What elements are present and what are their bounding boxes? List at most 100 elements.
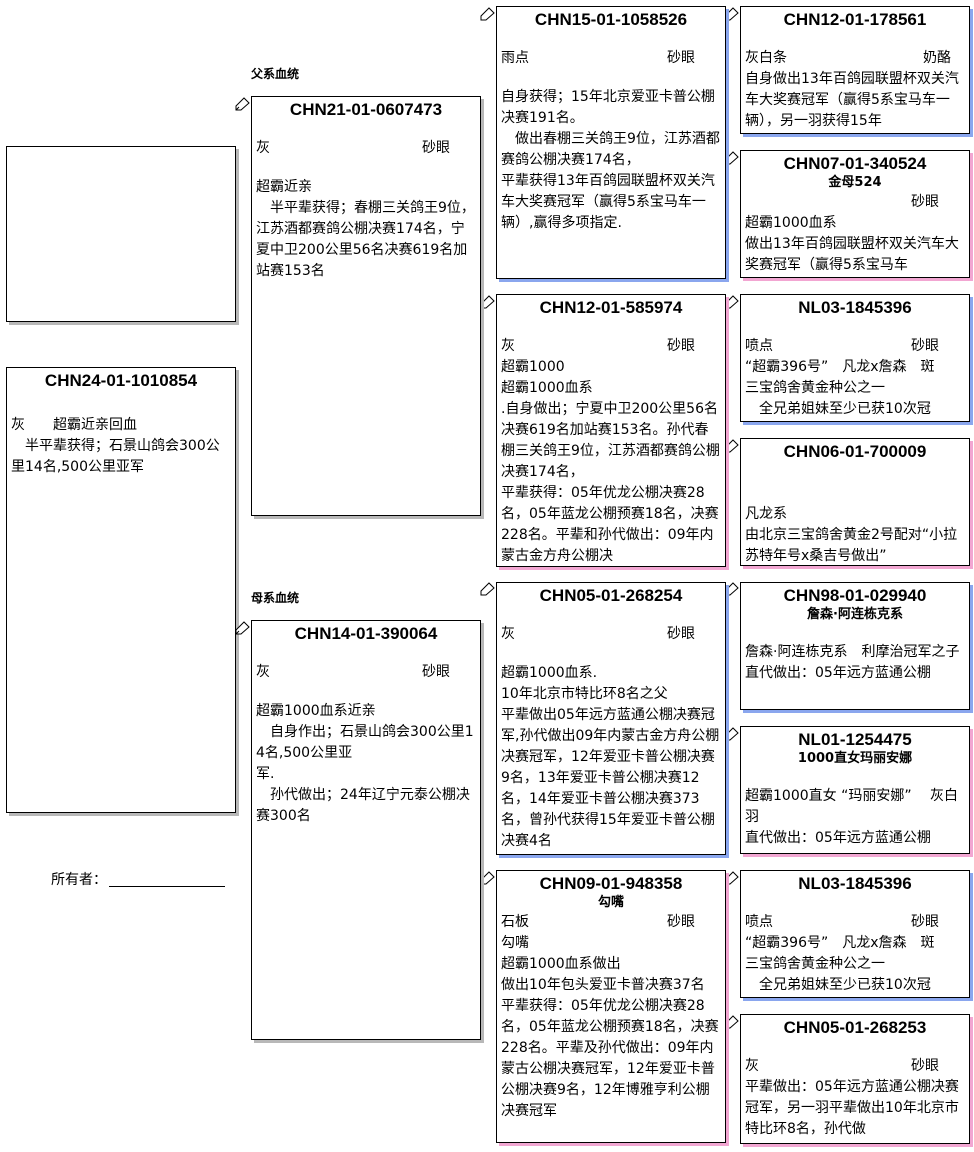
notes: 勾嘴 超霸1000血系做出 做出10年包头爱亚卡普决赛37名 平辈获得：05年优…: [501, 935, 719, 1119]
ring-number: CHN12-01-585974: [539, 298, 683, 317]
feather-color: 灰: [501, 626, 515, 642]
color-eye-row: 雨点砂眼: [497, 48, 725, 69]
pencil-icon[interactable]: [235, 97, 251, 111]
bird-name: 1000直女玛丽安娜: [797, 751, 913, 766]
notes: “超霸396号” 凡龙x詹森 斑 三宝鸽舍黄金种公之一 全兄弟姐妹至少已获10次…: [745, 359, 935, 417]
owner-label: 所有者：: [51, 872, 107, 888]
feather-color: 雨点: [501, 50, 529, 66]
pencil-icon[interactable]: [235, 621, 251, 635]
great-granddam-card-1[interactable]: CHN07-01-340524 金母524 砂眼 超霸1000血系 做出13年百…: [740, 150, 970, 278]
great-grandsire-card-4[interactable]: NL03-1845396 喷点砂眼 “超霸396号” 凡龙x詹森 斑 三宝鸽舍黄…: [740, 870, 970, 998]
ring-number: CHN07-01-340524: [783, 154, 927, 173]
pencil-icon[interactable]: [724, 295, 740, 309]
feather-color: 灰: [745, 1058, 759, 1074]
notes: 超霸1000血系近亲 自身作出；石景山鸽会300公里14名,500公里亚 军. …: [256, 703, 474, 824]
ring-number: CHN21-01-0607473: [289, 100, 443, 119]
notes: 超霸近亲 半平辈获得；春棚三关鸽王9位，江苏酒都赛鸽公棚决赛174名，宁夏中卫2…: [256, 179, 475, 279]
color-eye-row: 灰 砂眼: [497, 624, 725, 645]
notes: 自身做出13年百鸽园联盟杯双关汽车大奖赛冠军（赢得5系宝马车一辆），另一羽获得1…: [745, 71, 959, 129]
notes: 自身获得；15年北京爱亚卡普公棚决赛191名。 做出春棚三关鸽王9位，江苏酒都赛…: [501, 89, 720, 231]
feather-color: 灰: [256, 664, 270, 680]
sire-card[interactable]: CHN21-01-0607473 灰 砂眼 超霸近亲 半平辈获得；春棚三关鸽王9位…: [251, 96, 481, 516]
eye-type: 砂眼: [911, 1058, 939, 1074]
notes: 凡龙系 由北京三宝鸽舍黄金2号配对“小拉苏特年号x桑吉号做出”: [745, 506, 958, 564]
pencil-icon[interactable]: [724, 582, 740, 596]
color-eye-row: 灰 砂眼: [741, 1056, 969, 1077]
color-eye-row: 喷点 砂眼: [741, 336, 969, 357]
subject-traits: 灰 超霸近亲回血: [11, 417, 137, 433]
granddam-maternal-card[interactable]: CHN09-01-948358 勾嘴 石板 砂眼 勾嘴 超霸1000血系做出 做出…: [496, 870, 726, 1143]
subject-notes: 半平辈获得；石景山鸽会300公里14名,500公里亚军: [11, 438, 220, 475]
ring-number: CHN05-01-268254: [539, 586, 683, 605]
pencil-icon[interactable]: [480, 295, 496, 309]
dam-card[interactable]: CHN14-01-390064 灰 砂眼 超霸1000血系近亲 自身作出；石景山鸽…: [251, 620, 481, 1040]
eye-type: 砂眼: [911, 194, 939, 210]
color-eye-row: 灰 砂眼: [252, 662, 480, 683]
notes: 超霸1000 超霸1000血系 .自身做出；宁夏中卫200公里56名决赛619名…: [501, 359, 720, 564]
ring-number: CHN24-01-1010854: [44, 371, 198, 390]
owner-underline: [109, 886, 225, 887]
color-eye-row: 灰 砂眼: [497, 336, 725, 357]
feather-color: 灰: [501, 338, 515, 354]
notes: “超霸396号” 凡龙x詹森 斑 三宝鸽舍黄金种公之一 全兄弟姐妹至少已获10次…: [745, 935, 935, 993]
bird-name: 金母524: [828, 175, 882, 190]
subject-card[interactable]: CHN24-01-1010854 灰 超霸近亲回血 半平辈获得；石景山鸽会300…: [6, 367, 236, 813]
eye-type: 砂眼: [667, 626, 695, 642]
owner-field[interactable]: 所有者：: [51, 869, 225, 889]
eye-type: 砂眼: [422, 140, 450, 156]
notes: 詹森·阿连栋克系 利摩治冠军之子 直代做出：05年远方蓝通公棚: [745, 644, 960, 681]
granddam-paternal-card[interactable]: CHN12-01-585974 灰 砂眼 超霸1000 超霸1000血系 .自身做…: [496, 294, 726, 567]
ring-number: CHN05-01-268253: [783, 1018, 927, 1037]
grandsire-paternal-card[interactable]: CHN15-01-1058526 雨点砂眼 自身获得；15年北京爱亚卡普公棚决赛…: [496, 6, 726, 279]
pencil-icon[interactable]: [724, 871, 740, 885]
grandsire-maternal-card[interactable]: CHN05-01-268254 灰 砂眼 超霸1000血系. 10年北京市特比环8…: [496, 582, 726, 855]
feather-color: 喷点: [745, 338, 773, 354]
color-eye-row: 灰白条 奶酪: [741, 48, 969, 69]
ring-number: NL01-1254475: [798, 730, 912, 749]
pencil-icon[interactable]: [480, 7, 496, 21]
eye-type: 砂眼: [422, 664, 450, 680]
great-grandsire-card-2[interactable]: NL03-1845396 喷点 砂眼 “超霸396号” 凡龙x詹森 斑 三宝鸽舍黄…: [740, 294, 970, 422]
color-eye-row: 灰 砂眼: [252, 138, 480, 159]
feather-color: 灰: [256, 140, 270, 156]
great-granddam-card-4[interactable]: CHN05-01-268253 灰 砂眼 平辈做出：05年远方蓝通公棚决赛冠军，另…: [740, 1014, 970, 1144]
eye-type: 砂眼: [911, 338, 939, 354]
maternal-label: 母系血统: [251, 591, 300, 605]
bird-name: 詹森·阿连栋克系: [807, 607, 903, 622]
eye-row: 砂眼: [741, 192, 969, 213]
pencil-icon[interactable]: [724, 151, 740, 165]
bird-name: 勾嘴: [597, 895, 624, 910]
eye-type: 奶酪: [923, 50, 951, 66]
great-granddam-card-2[interactable]: CHN06-01-700009 凡龙系 由北京三宝鸽舍黄金2号配对“小拉苏特年号…: [740, 438, 970, 566]
color-eye-row: 石板 砂眼: [497, 912, 725, 933]
paternal-label: 父系血统: [251, 67, 300, 81]
great-granddam-card-3[interactable]: NL01-1254475 1000直女玛丽安娜 超霸1000直女 “玛丽安娜” …: [740, 726, 970, 854]
feather-color: 灰白条: [745, 50, 787, 66]
great-grandsire-card-3[interactable]: CHN98-01-029940 詹森·阿连栋克系 詹森·阿连栋克系 利摩治冠军之…: [740, 582, 970, 710]
color-eye-row: 喷点 砂眼: [741, 912, 969, 933]
ring-number: CHN06-01-700009: [783, 442, 927, 461]
pencil-icon[interactable]: [724, 439, 740, 453]
ring-number: CHN12-01-178561: [783, 10, 927, 29]
ring-number: CHN15-01-1058526: [534, 10, 688, 29]
ring-number: CHN09-01-948358: [539, 874, 683, 893]
pencil-icon[interactable]: [724, 7, 740, 21]
great-grandsire-card-1[interactable]: CHN12-01-178561 灰白条 奶酪 自身做出13年百鸽园联盟杯双关汽车大…: [740, 6, 970, 134]
notes: 平辈做出：05年远方蓝通公棚决赛冠军，另一羽平辈做出10年北京市特比环8名，孙代…: [745, 1079, 959, 1137]
photo-frame: [6, 146, 236, 322]
notes: 超霸1000血系. 10年北京市特比环8名之父 平辈做出05年远方蓝通公棚决赛冠…: [501, 665, 720, 849]
eye-type: 砂眼: [667, 914, 695, 930]
pencil-icon[interactable]: [724, 1015, 740, 1029]
eye-type: 砂眼: [911, 914, 939, 930]
pencil-icon[interactable]: [480, 871, 496, 885]
pencil-icon[interactable]: [724, 727, 740, 741]
feather-color: 石板: [501, 914, 529, 930]
feather-color: 喷点: [745, 914, 773, 930]
pencil-icon[interactable]: [480, 582, 496, 596]
notes: 超霸1000血系 做出13年百鸽园联盟杯双关汽车大奖赛冠军（赢得5系宝马车: [745, 215, 959, 273]
notes: 超霸1000直女 “玛丽安娜” 灰白羽 直代做出：05年远方蓝通公棚: [745, 788, 959, 846]
ring-number: CHN98-01-029940: [783, 586, 927, 605]
eye-type: 砂眼: [667, 338, 695, 354]
ring-number: CHN14-01-390064: [294, 624, 438, 643]
ring-number: NL03-1845396: [798, 298, 912, 317]
